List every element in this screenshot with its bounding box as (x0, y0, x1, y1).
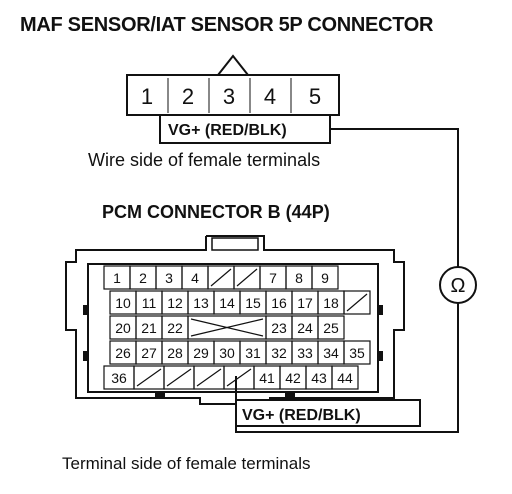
pcm-pin-34: 34 (323, 345, 339, 361)
pcm-pin-12: 12 (167, 295, 183, 311)
pcm-pin-cell (311, 265, 339, 290)
pcm-pin-1: 1 (113, 270, 121, 286)
pcm-pin-26: 26 (115, 345, 131, 361)
pcm-pin-28: 28 (167, 345, 183, 361)
pcm-pin-30: 30 (219, 345, 235, 361)
pcm-pin-7: 7 (269, 270, 277, 286)
pcm-pin-3: 3 (165, 270, 173, 286)
pcm-empty-slot (226, 368, 252, 387)
pcm-pin-43: 43 (311, 370, 327, 386)
pcm-pin-2: 2 (139, 270, 147, 286)
pcm-pin-18: 18 (323, 295, 339, 311)
maf-pin-4: 4 (264, 84, 276, 109)
pcm-pin-21: 21 (141, 320, 157, 336)
pcm-pin-42: 42 (285, 370, 301, 386)
maf-pin-numbers: 1 2 3 4 5 (141, 84, 321, 109)
pcm-pin-32: 32 (271, 345, 287, 361)
pcm-pin-31: 31 (245, 345, 261, 361)
pcm-terminal-side-caption: Terminal side of female terminals (62, 454, 311, 473)
pcm-empty-slot (196, 368, 222, 387)
pcm-pin-cell (343, 340, 371, 365)
pcm-pin-27: 27 (141, 345, 157, 361)
maf-pin-3: 3 (223, 84, 235, 109)
pcm-pin-10: 10 (115, 295, 131, 311)
pcm-pin-cell (331, 365, 359, 390)
pcm-connector-title: PCM CONNECTOR B (44P) (102, 202, 330, 222)
pcm-pin-8: 8 (295, 270, 303, 286)
pcm-wire-label-box (235, 399, 421, 427)
pcm-pin-22: 22 (167, 320, 183, 336)
pcm-pin-33: 33 (297, 345, 313, 361)
maf-pin-1: 1 (141, 84, 153, 109)
pcm-pin-4: 4 (191, 270, 199, 286)
ohm-icon: Ω (451, 275, 466, 297)
maf-connector-title: MAF SENSOR/IAT SENSOR 5P CONNECTOR (20, 14, 434, 36)
pcm-empty-slot (166, 368, 192, 387)
pcm-pin-cell (317, 315, 345, 340)
ohmmeter-symbol (439, 266, 477, 304)
pcm-pin-13: 13 (193, 295, 209, 311)
maf-wire-label: VG+ (RED/BLK) (168, 122, 287, 139)
maf-pin-5: 5 (309, 84, 321, 109)
pcm-empty-slot (346, 293, 368, 312)
pcm-pin-9: 9 (321, 270, 329, 286)
pcm-pin-29: 29 (193, 345, 209, 361)
maf-wire-side-caption: Wire side of female terminals (88, 150, 321, 170)
pcm-pin-20: 20 (115, 320, 131, 336)
pcm-pin-14: 14 (219, 295, 235, 311)
pcm-pin-15: 15 (245, 295, 261, 311)
pcm-pin-17: 17 (297, 295, 313, 311)
pcm-pin-23: 23 (271, 320, 287, 336)
pcm-pin-24: 24 (297, 320, 313, 336)
pcm-pin-41: 41 (259, 370, 275, 386)
maf-pin-2: 2 (182, 84, 194, 109)
pcm-pin-36: 36 (111, 370, 127, 386)
pcm-empty-slot (236, 268, 258, 287)
pcm-pin-35: 35 (349, 345, 365, 361)
pcm-pin-11: 11 (142, 295, 157, 311)
pcm-empty-slot (190, 318, 264, 337)
pcm-pin-16: 16 (271, 295, 287, 311)
pcm-pin-cell (343, 290, 371, 315)
pcm-pin-44: 44 (337, 370, 353, 386)
pcm-wire-label: VG+ (RED/BLK) (242, 407, 361, 424)
pcm-pin-25: 25 (323, 320, 339, 336)
pcm-empty-slot (136, 368, 162, 387)
pcm-empty-slot (210, 268, 232, 287)
